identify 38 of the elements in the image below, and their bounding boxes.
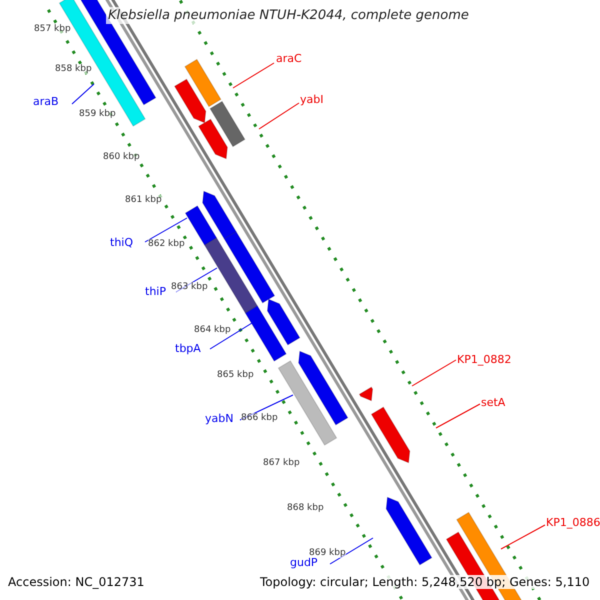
gene-label: KP1_0886 xyxy=(546,516,600,529)
gene-label: thiP xyxy=(145,285,166,298)
scale-label: 867 kbp xyxy=(263,458,300,468)
leader-line xyxy=(412,360,456,386)
title: Klebsiella pneumoniae NTUH-K2044, complete genome xyxy=(106,7,471,24)
scale-label: 862 kbp xyxy=(148,239,185,249)
scale-label: 865 kbp xyxy=(217,370,254,380)
leader-line xyxy=(330,538,374,564)
scale-label: 863 kbp xyxy=(171,282,208,292)
gene-label: KP1_0882 xyxy=(457,353,512,366)
scale-label: 860 kbp xyxy=(103,152,140,162)
leader-line xyxy=(72,84,94,104)
scale-label: 857 kbp xyxy=(34,24,71,34)
scale-label: 869 kbp xyxy=(309,548,346,558)
gene-label: araB xyxy=(33,95,59,108)
leader-line xyxy=(436,404,480,428)
leader-line xyxy=(240,394,294,420)
scale-label: 864 kbp xyxy=(194,325,231,335)
scale-label: 868 kbp xyxy=(287,503,324,513)
leader-line xyxy=(176,268,218,292)
scale-label: 861 kbp xyxy=(125,195,162,205)
leader-line xyxy=(144,218,188,242)
gene-label: tbpA xyxy=(175,342,201,355)
leader-line xyxy=(210,322,252,350)
scale-label: 858 kbp xyxy=(55,64,92,74)
gene-label: yabI xyxy=(300,93,324,106)
gene-label: setA xyxy=(481,396,506,409)
leader-line xyxy=(258,102,300,130)
gene-label: gudP xyxy=(290,556,318,569)
footer-text: Topology: circular; Length: 5,248,520 bp; Genes: 5,110 xyxy=(260,575,590,589)
scale-label: 866 kbp xyxy=(241,413,278,423)
footer-text: Accession: NC_012731 xyxy=(8,575,144,589)
scale-label: 859 kbp xyxy=(79,109,116,119)
gene-label: yabN xyxy=(205,412,234,425)
gene-label: araC xyxy=(276,52,302,65)
gene-label: thiQ xyxy=(110,236,133,249)
leader-line xyxy=(232,62,274,88)
leader-line xyxy=(500,524,546,550)
